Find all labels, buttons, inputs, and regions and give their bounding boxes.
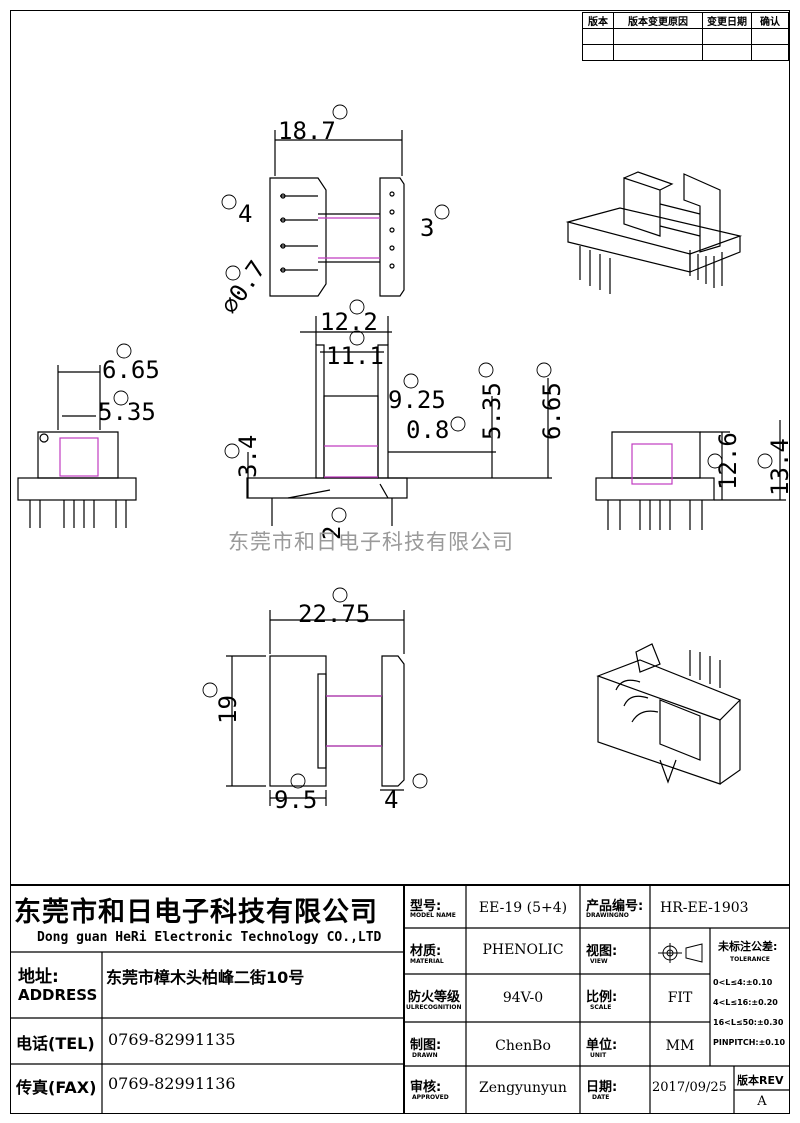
tolerance-line-4: PINPITCH:±0.10 xyxy=(713,1038,786,1047)
dim-a-text: 18.7 xyxy=(278,117,336,145)
unit-value: MM xyxy=(665,1038,695,1054)
drawn-label: 制图: xyxy=(410,1038,442,1053)
side-view-right xyxy=(595,420,786,530)
front-view xyxy=(246,316,552,526)
unit-sub: UNIT xyxy=(590,1052,607,1059)
bottom-view xyxy=(226,610,405,806)
dim-h-text: 12.2 xyxy=(320,308,378,336)
isometric-view-lower xyxy=(596,643,742,785)
fire-value: 94V-0 xyxy=(502,990,544,1006)
dim-o-text: 12.6 xyxy=(714,432,742,490)
dim-b-text: 4 xyxy=(238,200,252,228)
view-label: 视图: xyxy=(586,944,618,959)
dim-m-text: 6.65 xyxy=(538,382,566,440)
dim-f-text: 5.35 xyxy=(98,398,156,426)
dimension-markers xyxy=(113,104,773,789)
drawing-frame xyxy=(10,10,790,1114)
dim-d-text: ⌀0.7 xyxy=(215,256,271,319)
material-label: 材质: xyxy=(410,944,442,959)
dim-k-text: 0.8 xyxy=(406,416,449,444)
side-view-left xyxy=(17,365,137,528)
unit-label: 单位: xyxy=(586,1038,618,1053)
product-sub: DRAWINGNO xyxy=(586,912,629,919)
dim-g-text: 3.4 xyxy=(234,435,262,478)
dim-q-text: 22.75 xyxy=(298,600,370,628)
projection-symbol-icon xyxy=(658,943,703,963)
tolerance-line-1: 0<L≤4:±0.10 xyxy=(713,978,773,987)
rev-value: A xyxy=(757,1094,767,1109)
drawn-value: ChenBo xyxy=(495,1038,551,1054)
rev-label: 版本REV xyxy=(737,1074,784,1087)
isometric-view-upper xyxy=(565,171,743,294)
approved-value: Zengyunyun xyxy=(479,1080,567,1096)
tolerance-label: 未标注公差: xyxy=(718,940,778,953)
dim-s-text: 9.5 xyxy=(274,786,317,814)
fax-label: 传真(FAX) xyxy=(16,1078,97,1097)
dim-n-text: 2 xyxy=(318,526,346,540)
material-sub: MATERIAL xyxy=(410,958,444,965)
dim-t-text: 4 xyxy=(384,786,398,814)
model-label: 型号: xyxy=(410,899,442,914)
address-label-en: ADDRESS xyxy=(18,986,98,1004)
date-label: 日期: xyxy=(586,1080,618,1095)
product-label: 产品编号: xyxy=(586,899,644,914)
tolerance-sub: TOLERANCE xyxy=(730,956,770,963)
revision-table: 版本 版本变更原因 变更日期 确认 xyxy=(582,12,789,61)
approved-label: 审核: xyxy=(410,1080,442,1095)
dim-p-text: 13.4 xyxy=(766,438,794,496)
address-label-cn: 地址: xyxy=(18,967,59,987)
watermark-text: 东莞市和日电子科技有限公司 xyxy=(228,530,514,554)
fax-value: 0769-82991136 xyxy=(108,1074,236,1093)
fire-label: 防火等级 xyxy=(408,990,461,1005)
model-sub: MODEL NAME xyxy=(410,912,456,919)
approved-sub: APPROVED xyxy=(412,1094,449,1101)
product-value: HR-EE-1903 xyxy=(660,900,749,916)
company-name-cn: 东莞市和日电子科技有限公司 xyxy=(14,897,378,928)
company-name-en: Dong guan HeRi Electronic Technology CO.… xyxy=(37,930,382,945)
date-value: 2017/09/25 xyxy=(652,1080,727,1095)
scale-sub: SCALE xyxy=(590,1004,612,1011)
dim-e-text: 6.65 xyxy=(102,356,160,384)
tolerance-line-2: 4<L≤16:±0.20 xyxy=(713,998,778,1007)
tel-label: 电话(TEL) xyxy=(16,1034,95,1053)
dim-l-text: 5.35 xyxy=(478,382,506,440)
drawn-sub: DRAWN xyxy=(412,1052,438,1059)
tel-value: 0769-82991135 xyxy=(108,1030,236,1049)
model-value: EE-19 (5+4) xyxy=(478,900,568,916)
dim-i-text: 11.1 xyxy=(326,342,384,370)
material-value: PHENOLIC xyxy=(482,942,564,958)
fire-sub: ULRECOGNITION xyxy=(406,1004,462,1011)
tolerance-line-3: 16<L≤50:±0.30 xyxy=(713,1018,784,1027)
top-view xyxy=(269,130,405,297)
dim-j-text: 9.25 xyxy=(388,386,446,414)
dim-r-text: 19 xyxy=(214,695,242,724)
date-sub: DATE xyxy=(592,1094,610,1101)
address-value: 东莞市樟木头柏峰二街10号 xyxy=(106,968,305,987)
dim-c-text: 3 xyxy=(420,214,434,242)
technical-drawing: 18.7 4 3 ⌀0.7 6.65 5.35 3.4 12.2 11.1 9.… xyxy=(17,104,794,814)
scale-label: 比例: xyxy=(586,990,618,1005)
view-sub: VIEW xyxy=(590,958,608,965)
scale-value: FIT xyxy=(667,990,693,1006)
